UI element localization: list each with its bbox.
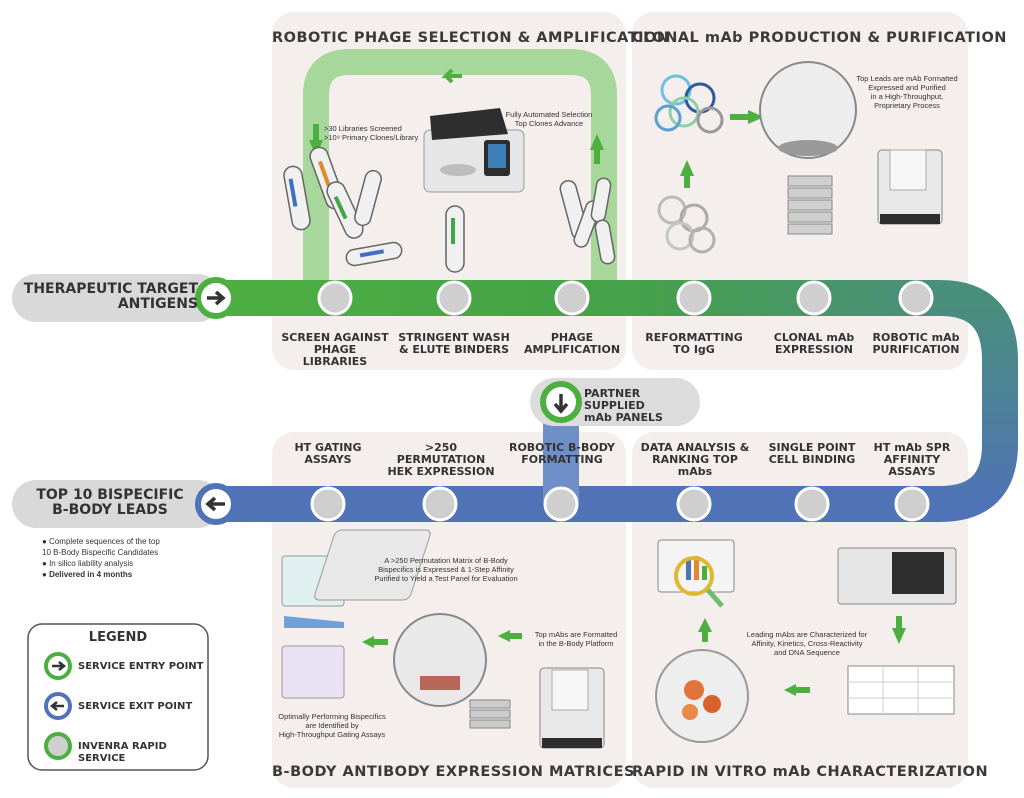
node-wash (436, 280, 472, 316)
tube-grid (314, 529, 431, 601)
note-automated: Fully Automated Selection Top Clones Adv… (505, 110, 593, 128)
node-binding (794, 486, 830, 522)
legend-item-entry: SERVICE ENTRY POINT (78, 661, 204, 672)
entry-capsule (12, 274, 222, 322)
exit-label: TOP 10 BISPECIFIC B-BODY LEADS (36, 487, 184, 518)
step-label-purification: ROBOTIC mAb PURIFICATION (872, 331, 960, 356)
bullet-item: ● Complete sequences of the top 10 B-Bod… (42, 537, 160, 557)
note-libraries: >30 Libraries Screened >10⁹ Primary Clon… (324, 124, 419, 142)
arrow-left-plate (362, 636, 374, 648)
legend-item-exit: SERVICE EXIT POINT (78, 701, 193, 712)
arrow-up-plasmid (680, 160, 694, 176)
bullet-list: ● Complete sequences of the top 10 B-Bod… (42, 536, 222, 580)
step-label-reformatting: REFORMATTING TO IgG (645, 331, 743, 356)
node-amplification (554, 280, 590, 316)
selection-robot (423, 108, 525, 193)
step-label-bbody: ROBOTIC B-BODY FORMATTING (508, 441, 616, 466)
arrow-right-plasmid (748, 110, 764, 124)
step-label-amplification: PHAGE AMPLIFICATION (523, 331, 621, 356)
node-spr (894, 486, 930, 522)
hek-sphere (393, 613, 487, 707)
legend-title: LEGEND (88, 630, 148, 645)
mab-production-title: CLONAL mAb PRODUCTION & PURIFICATION (632, 30, 1007, 46)
node-ranking (676, 486, 712, 522)
bullet-item: ● In silico liability analysis (42, 559, 134, 568)
loop-arrow-left (441, 68, 462, 84)
dna-plate-stack (469, 699, 511, 729)
arrow-left-cells (784, 684, 796, 696)
return-curve (920, 280, 1018, 522)
arrow-left-hek (498, 630, 510, 642)
step-label-hek: >250 PERMUTATION HEK EXPRESSION (387, 441, 495, 478)
purification-robot (877, 149, 943, 225)
entry-label: THERAPEUTIC TARGET ANTIGENS (23, 281, 198, 312)
characterization-title: RAPID IN VITRO mAb CHARACTERIZATION (632, 764, 989, 780)
legend-arrow-right-icon (52, 661, 67, 671)
note-permutation: A >250 Permutation Matrix of B-Body Bisp… (374, 556, 518, 583)
arrow-up-cells (698, 618, 712, 632)
step-label-expression: CLONAL mAb EXPRESSION (773, 331, 855, 356)
arrow-right-icon (207, 290, 226, 306)
phage-illustrations (283, 146, 616, 273)
spr-instrument (837, 547, 957, 605)
analysis-monitor (657, 539, 735, 608)
purification-sphere (759, 61, 857, 159)
legend-item-service: INVENRA RAPID SERVICE (78, 741, 167, 764)
bbody-matrices-title: B-BODY ANTIBODY EXPRESSION MATRICES (272, 764, 635, 780)
bottom-nodes (310, 486, 930, 522)
note-formatted: Top mAbs are Formatted in the B-Body Pla… (534, 630, 618, 648)
loop-arrow-up (590, 134, 604, 150)
plate-stack (787, 175, 833, 235)
step-label-binding: SINGLE POINT CELL BINDING (768, 441, 856, 466)
step-label-spr: HT mAb SPR AFFINITY ASSAYS (873, 441, 951, 478)
plasmid-rings (654, 74, 724, 254)
legend-arrow-left-icon (49, 701, 64, 711)
top-nodes (317, 280, 934, 316)
node-reformatting (676, 280, 712, 316)
step-label-screen: SCREEN AGAINST PHAGE LIBRARIES (281, 331, 389, 368)
arrow-down-spr (892, 628, 906, 644)
note-leading: Leading mAbs are Characterized for Affin… (746, 630, 868, 657)
sensorgram-grid (847, 665, 955, 715)
node-hek (422, 486, 458, 522)
note-optimal: Optimally Performing Bispecifics are Ide… (278, 712, 386, 739)
bullet-item: ● Delivered in 4 months (42, 570, 133, 579)
arrow-left-icon (205, 496, 225, 512)
exit-capsule (12, 480, 222, 528)
arrow-down-icon (553, 394, 569, 414)
phage-loop (303, 49, 617, 296)
partner-label: PARTNER SUPPLIED mAb PANELS (584, 387, 663, 424)
step-label-wash: STRINGENT WASH & ELUTE BINDERS (398, 331, 510, 356)
node-screen (317, 280, 353, 316)
note-top-leads: Top Leads are mAb Formatted Expressed an… (856, 74, 958, 110)
legend-box (27, 623, 209, 771)
step-label-gating: HT GATING ASSAYS (294, 441, 362, 466)
phage-selection-title: ROBOTIC PHAGE SELECTION & AMPLIFICATION (272, 30, 670, 46)
node-bbody (543, 486, 579, 522)
node-gating (310, 486, 346, 522)
step-label-ranking: DATA ANALYSIS & RANKING TOP mAbs (640, 441, 750, 478)
bbody-robot (539, 667, 605, 749)
node-expression (796, 280, 832, 316)
node-purification (898, 280, 934, 316)
